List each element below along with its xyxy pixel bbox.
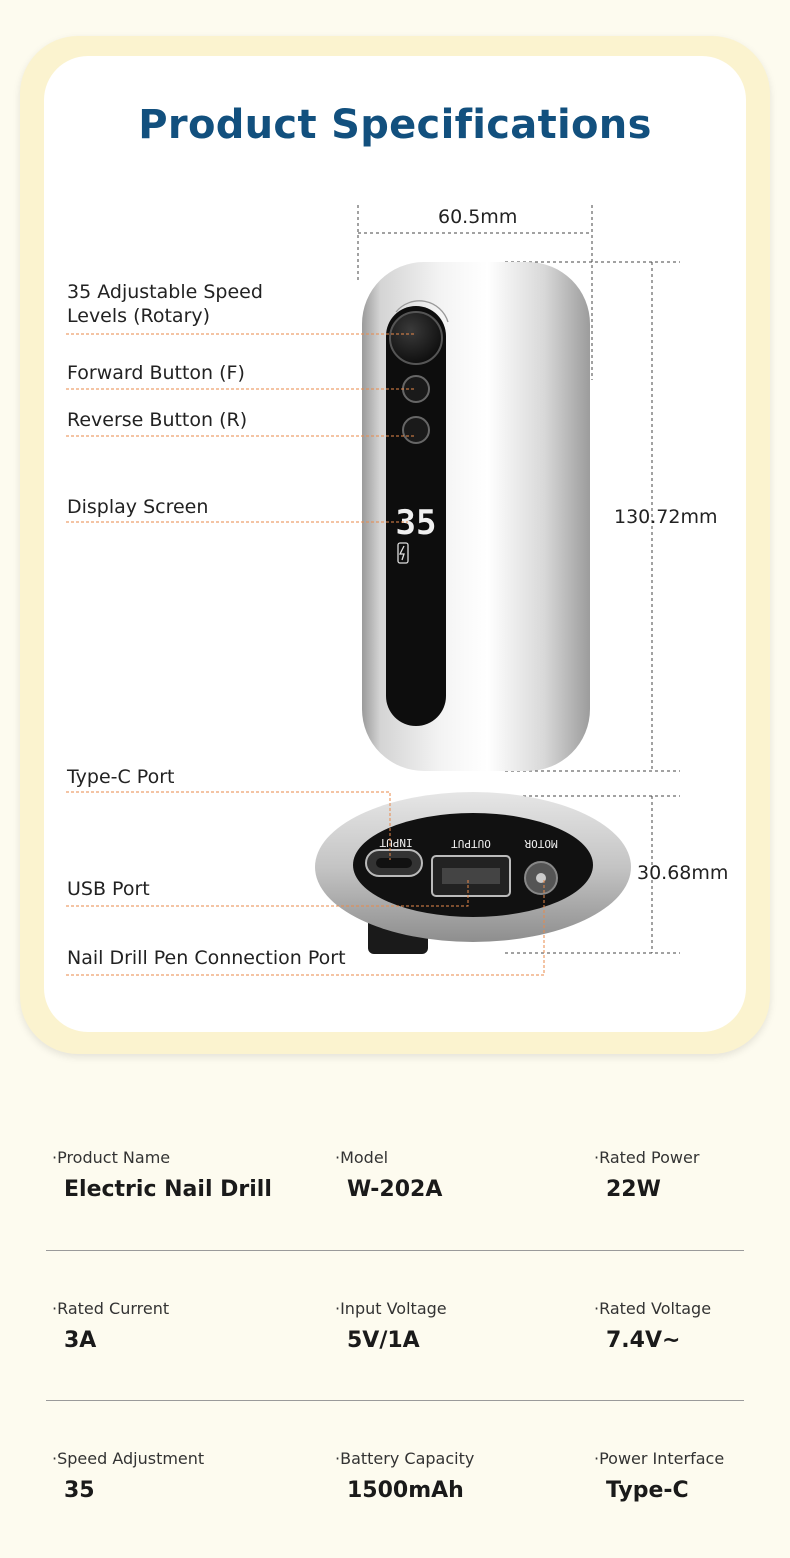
spec-value: 7.4V~ <box>606 1328 681 1353</box>
spec-label: ·Product Name <box>52 1148 171 1167</box>
spec-rated-current: ·Rated Current 3A <box>52 1299 169 1353</box>
spec-value: 22W <box>606 1177 661 1202</box>
spec-speed-adjustment: ·Speed Adjustment 35 <box>52 1449 204 1503</box>
width-dimension: 60.5mm <box>438 206 518 228</box>
spec-divider <box>46 1400 744 1401</box>
callout-speed-levels: 35 Adjustable Speed Levels (Rotary) <box>67 281 263 327</box>
spec-rated-power: ·Rated Power 22W <box>594 1148 699 1202</box>
display-digits: 35 <box>396 503 437 543</box>
drill-base: INPUT OUTPUT MOTOR <box>315 792 631 954</box>
page-title: Product Specifications <box>138 102 652 148</box>
input-port-label: INPUT <box>379 836 412 849</box>
spec-label: ·Speed Adjustment <box>52 1449 205 1468</box>
callout-lines <box>66 333 545 976</box>
spec-value: 3A <box>64 1328 97 1353</box>
motor-port-label: MOTOR <box>524 837 557 850</box>
callout-typec-port: Type-C Port <box>67 766 175 788</box>
depth-dimension: 30.68mm <box>637 862 729 884</box>
height-dimension: 130.72mm <box>614 506 718 528</box>
spec-divider <box>46 1250 744 1251</box>
spec-label: ·Power Interface <box>594 1449 725 1468</box>
spec-label: ·Model <box>335 1148 389 1167</box>
callout-pen-port: Nail Drill Pen Connection Port <box>67 947 346 969</box>
spec-product-name: ·Product Name Electric Nail Drill <box>52 1148 272 1202</box>
spec-value: 5V/1A <box>347 1328 420 1353</box>
spec-label: ·Rated Power <box>594 1148 700 1167</box>
spec-label: ·Input Voltage <box>335 1299 447 1318</box>
product-diagram: 35 INPUT OUTPUT MOTOR <box>66 205 680 976</box>
dimension-lines <box>357 205 680 954</box>
spec-battery-capacity: ·Battery Capacity 1500mAh <box>335 1449 474 1503</box>
spec-value: 1500mAh <box>347 1478 464 1503</box>
spec-value: Type-C <box>606 1478 689 1503</box>
spec-value: 35 <box>64 1478 95 1503</box>
spec-value: Electric Nail Drill <box>64 1177 272 1202</box>
spec-label: ·Battery Capacity <box>335 1449 475 1468</box>
spec-label: ·Rated Voltage <box>594 1299 712 1318</box>
spec-power-interface: ·Power Interface Type-C <box>594 1449 724 1503</box>
spec-rated-voltage: ·Rated Voltage 7.4V~ <box>594 1299 711 1353</box>
callout-display-screen: Display Screen <box>67 496 209 518</box>
spec-label: ·Rated Current <box>52 1299 170 1318</box>
spec-model: ·Model W-202A <box>335 1148 442 1202</box>
callout-forward-button: Forward Button (F) <box>67 362 245 384</box>
output-port-label: OUTPUT <box>451 837 491 850</box>
spec-input-voltage: ·Input Voltage 5V/1A <box>335 1299 447 1353</box>
callout-usb-port: USB Port <box>67 878 150 900</box>
callout-reverse-button: Reverse Button (R) <box>67 409 248 431</box>
spec-value: W-202A <box>347 1177 443 1202</box>
drill-body: 35 <box>362 262 590 771</box>
